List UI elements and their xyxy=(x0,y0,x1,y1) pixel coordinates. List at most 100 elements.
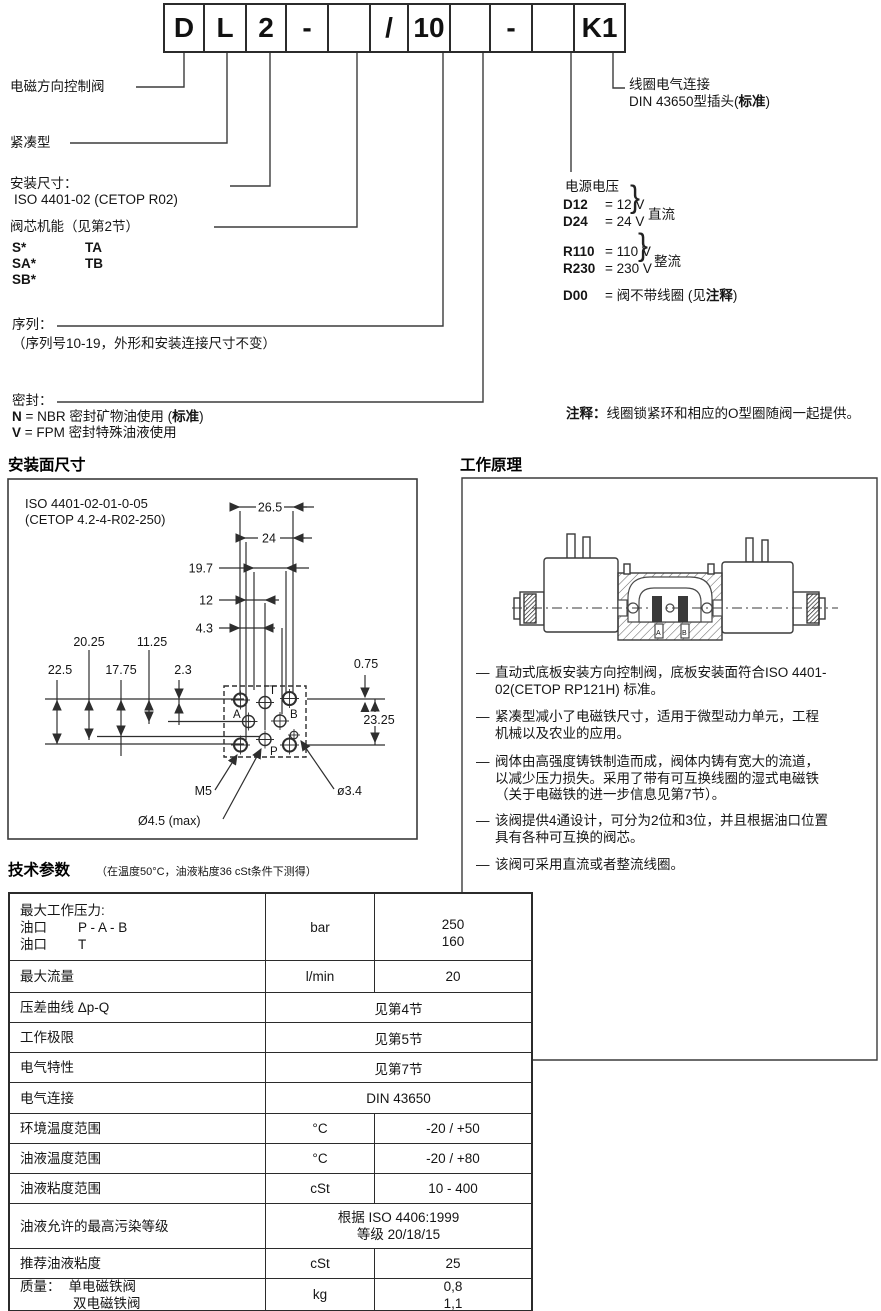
model-code-cell: 10 xyxy=(407,3,451,53)
d00-pre: = 阀不带线圈 (见 xyxy=(605,288,706,303)
row-unit: l/min xyxy=(265,961,374,992)
sketch-port-a: A xyxy=(656,630,661,637)
seal-code-n: N xyxy=(12,409,22,424)
row-value: 见第4节 xyxy=(265,993,531,1022)
model-code-cell xyxy=(327,3,371,53)
row-label: 工作极限 xyxy=(20,1030,74,1045)
model-code-cell: / xyxy=(369,3,409,53)
row-label: 最大工作压力: xyxy=(20,902,105,918)
row-value: 25 xyxy=(374,1249,531,1278)
port-label-t: T xyxy=(269,685,276,697)
row-unit: °C xyxy=(265,1114,374,1143)
principle-bullet-2: — 紧凑型减小了电磁铁尺寸，适用于微型动力单元，工程机械以及农业的应用。 xyxy=(476,709,876,742)
row-label: 压差曲线 Δp-Q xyxy=(20,1000,110,1015)
seal-end-n: ) xyxy=(199,409,204,424)
row-value: 250 xyxy=(441,917,465,932)
note-text: 线圈锁紧环和相应的O型圈随阀一起提供。 xyxy=(606,406,861,421)
seal-code-v: V xyxy=(12,425,22,440)
voltage-value: = 24 V xyxy=(605,214,645,229)
model-code-cell: - xyxy=(285,3,329,53)
dim-23-25: 23.25 xyxy=(363,713,394,727)
callout-coil-line2: DIN 43650型插头(标准) xyxy=(629,94,770,110)
bullet-dash: — xyxy=(476,813,490,828)
port-list: P - A - B xyxy=(78,919,128,935)
d00-end: ) xyxy=(732,288,738,303)
bullet-dash: — xyxy=(476,709,490,724)
row-value: 160 xyxy=(441,934,465,949)
bullet-dash: — xyxy=(476,754,490,769)
voltage-code: D24 xyxy=(563,214,588,229)
row-value: 根据 ISO 4406:1999 xyxy=(337,1210,460,1225)
iso-standard-line1: ISO 4401-02-01-0-05 xyxy=(25,496,148,511)
row-value: 0,8 xyxy=(443,1278,463,1294)
bullet-line: 以减少压力损失。采用了带有可互换线圈的湿式电磁铁 xyxy=(495,770,819,786)
table-row-rec-viscosity: 推荐油液粘度 cSt 25 xyxy=(10,1248,531,1278)
dim-24: 24 xyxy=(262,532,276,546)
row-value: 10 - 400 xyxy=(374,1174,531,1203)
row-label: 环境温度范围 xyxy=(20,1121,101,1136)
row-label: 推荐油液粘度 xyxy=(20,1256,101,1271)
bullet-line: 具有各种可互换的阀芯。 xyxy=(495,829,644,845)
row-unit: cSt xyxy=(265,1174,374,1203)
row-label: 电气连接 xyxy=(20,1090,74,1106)
seal-option-n: N = NBR 密封矿物油使用 (标准) xyxy=(12,409,204,425)
callout-mounting-title: 安装尺寸： xyxy=(10,176,78,191)
rect-label: 整流 xyxy=(654,254,681,269)
row-unit: °C xyxy=(265,1144,374,1173)
port-label-p: P xyxy=(270,746,278,758)
dim-22-5: 22.5 xyxy=(48,663,72,677)
row-unit: kg xyxy=(265,1279,374,1310)
port-holes xyxy=(239,693,300,749)
row-value: 1,1 xyxy=(443,1295,463,1311)
callout-series-title: 序列： xyxy=(12,317,53,332)
bullet-line: 该阀提供4通设计，可分为2位和3位，并且根据油口位置 xyxy=(495,813,829,828)
dim-12: 12 xyxy=(199,594,213,608)
coil-line2-bold: 标准 xyxy=(738,94,766,109)
bullet-line: 阀体由高强度铸铁制造而成，阀体内铸有宽大的流道， xyxy=(495,754,819,769)
model-code-cell: 2 xyxy=(245,3,287,53)
dim-4-3: 4.3 xyxy=(196,622,213,636)
table-row-connection: 电气连接 DIN 43650 xyxy=(10,1082,531,1113)
dim-11-25: 11.25 xyxy=(137,635,167,649)
principle-bullet-1: — 直动式底板安装方向控制阀，底板安装面符合ISO 4401-02(CETOP … xyxy=(476,665,876,698)
voltage-row-r110: R110 = 110 V xyxy=(563,244,651,260)
spool-code-sb: SB* xyxy=(12,272,37,287)
spool-code-sa: SA* xyxy=(12,256,37,271)
model-code-cell: K1 xyxy=(573,3,626,53)
row-label: 电气特性 xyxy=(20,1060,74,1075)
spool-code-tb: TB xyxy=(85,256,103,271)
row-value: DIN 43650 xyxy=(265,1083,531,1113)
bullet-line: 机械以及农业的应用。 xyxy=(495,725,630,741)
voltage-code: D12 xyxy=(563,197,588,212)
valve-cross-section-drawing: A B xyxy=(512,533,838,641)
bullet-dash: — xyxy=(476,665,490,680)
row-value: -20 / +50 xyxy=(374,1114,531,1143)
model-code-cell xyxy=(531,3,575,53)
voltage-code: R230 xyxy=(563,261,596,276)
port-list: T xyxy=(78,936,87,952)
callout-valve-type: 电磁方向控制阀 xyxy=(10,79,105,94)
bullet-line: 该阀可采用直流或者整流线圈。 xyxy=(495,857,684,872)
mass-line2: 双电磁铁阀 xyxy=(73,1295,141,1311)
voltage-row-r230: R230 = 230 V xyxy=(563,261,652,277)
table-row-fluid-temp: 油液温度范围 °C -20 / +80 xyxy=(10,1143,531,1173)
rect-brace: } xyxy=(638,228,649,263)
callout-mounting-value: ISO 4401-02 (CETOP R02) xyxy=(14,192,178,207)
bullet-dash: — xyxy=(476,857,490,872)
voltage-value: = 230 V xyxy=(605,261,652,276)
principle-bullet-3: — 阀体由高强度铸铁制造而成，阀体内铸有宽大的流道，以减少压力损失。采用了带有可… xyxy=(476,754,876,804)
callout-series-note: （序列号10-19，外形和安装连接尺寸不变） xyxy=(12,336,277,351)
row-value: 见第7节 xyxy=(265,1053,531,1082)
callout-compact: 紧凑型 xyxy=(10,135,51,150)
callout-m5: M5 xyxy=(195,784,212,798)
bullet-line: 紧凑型减小了电磁铁尺寸，适用于微型动力单元，工程 xyxy=(495,709,819,724)
dc-brace: } xyxy=(630,180,641,215)
voltage-code: R110 xyxy=(563,244,595,259)
row-label: 最大流量 xyxy=(20,969,74,984)
dim-0-75: 0.75 xyxy=(354,657,378,671)
voltage-row-d00: D00= 阀不带线圈 (见注释) xyxy=(563,288,737,304)
voltage-value: = 110 V xyxy=(605,244,651,259)
